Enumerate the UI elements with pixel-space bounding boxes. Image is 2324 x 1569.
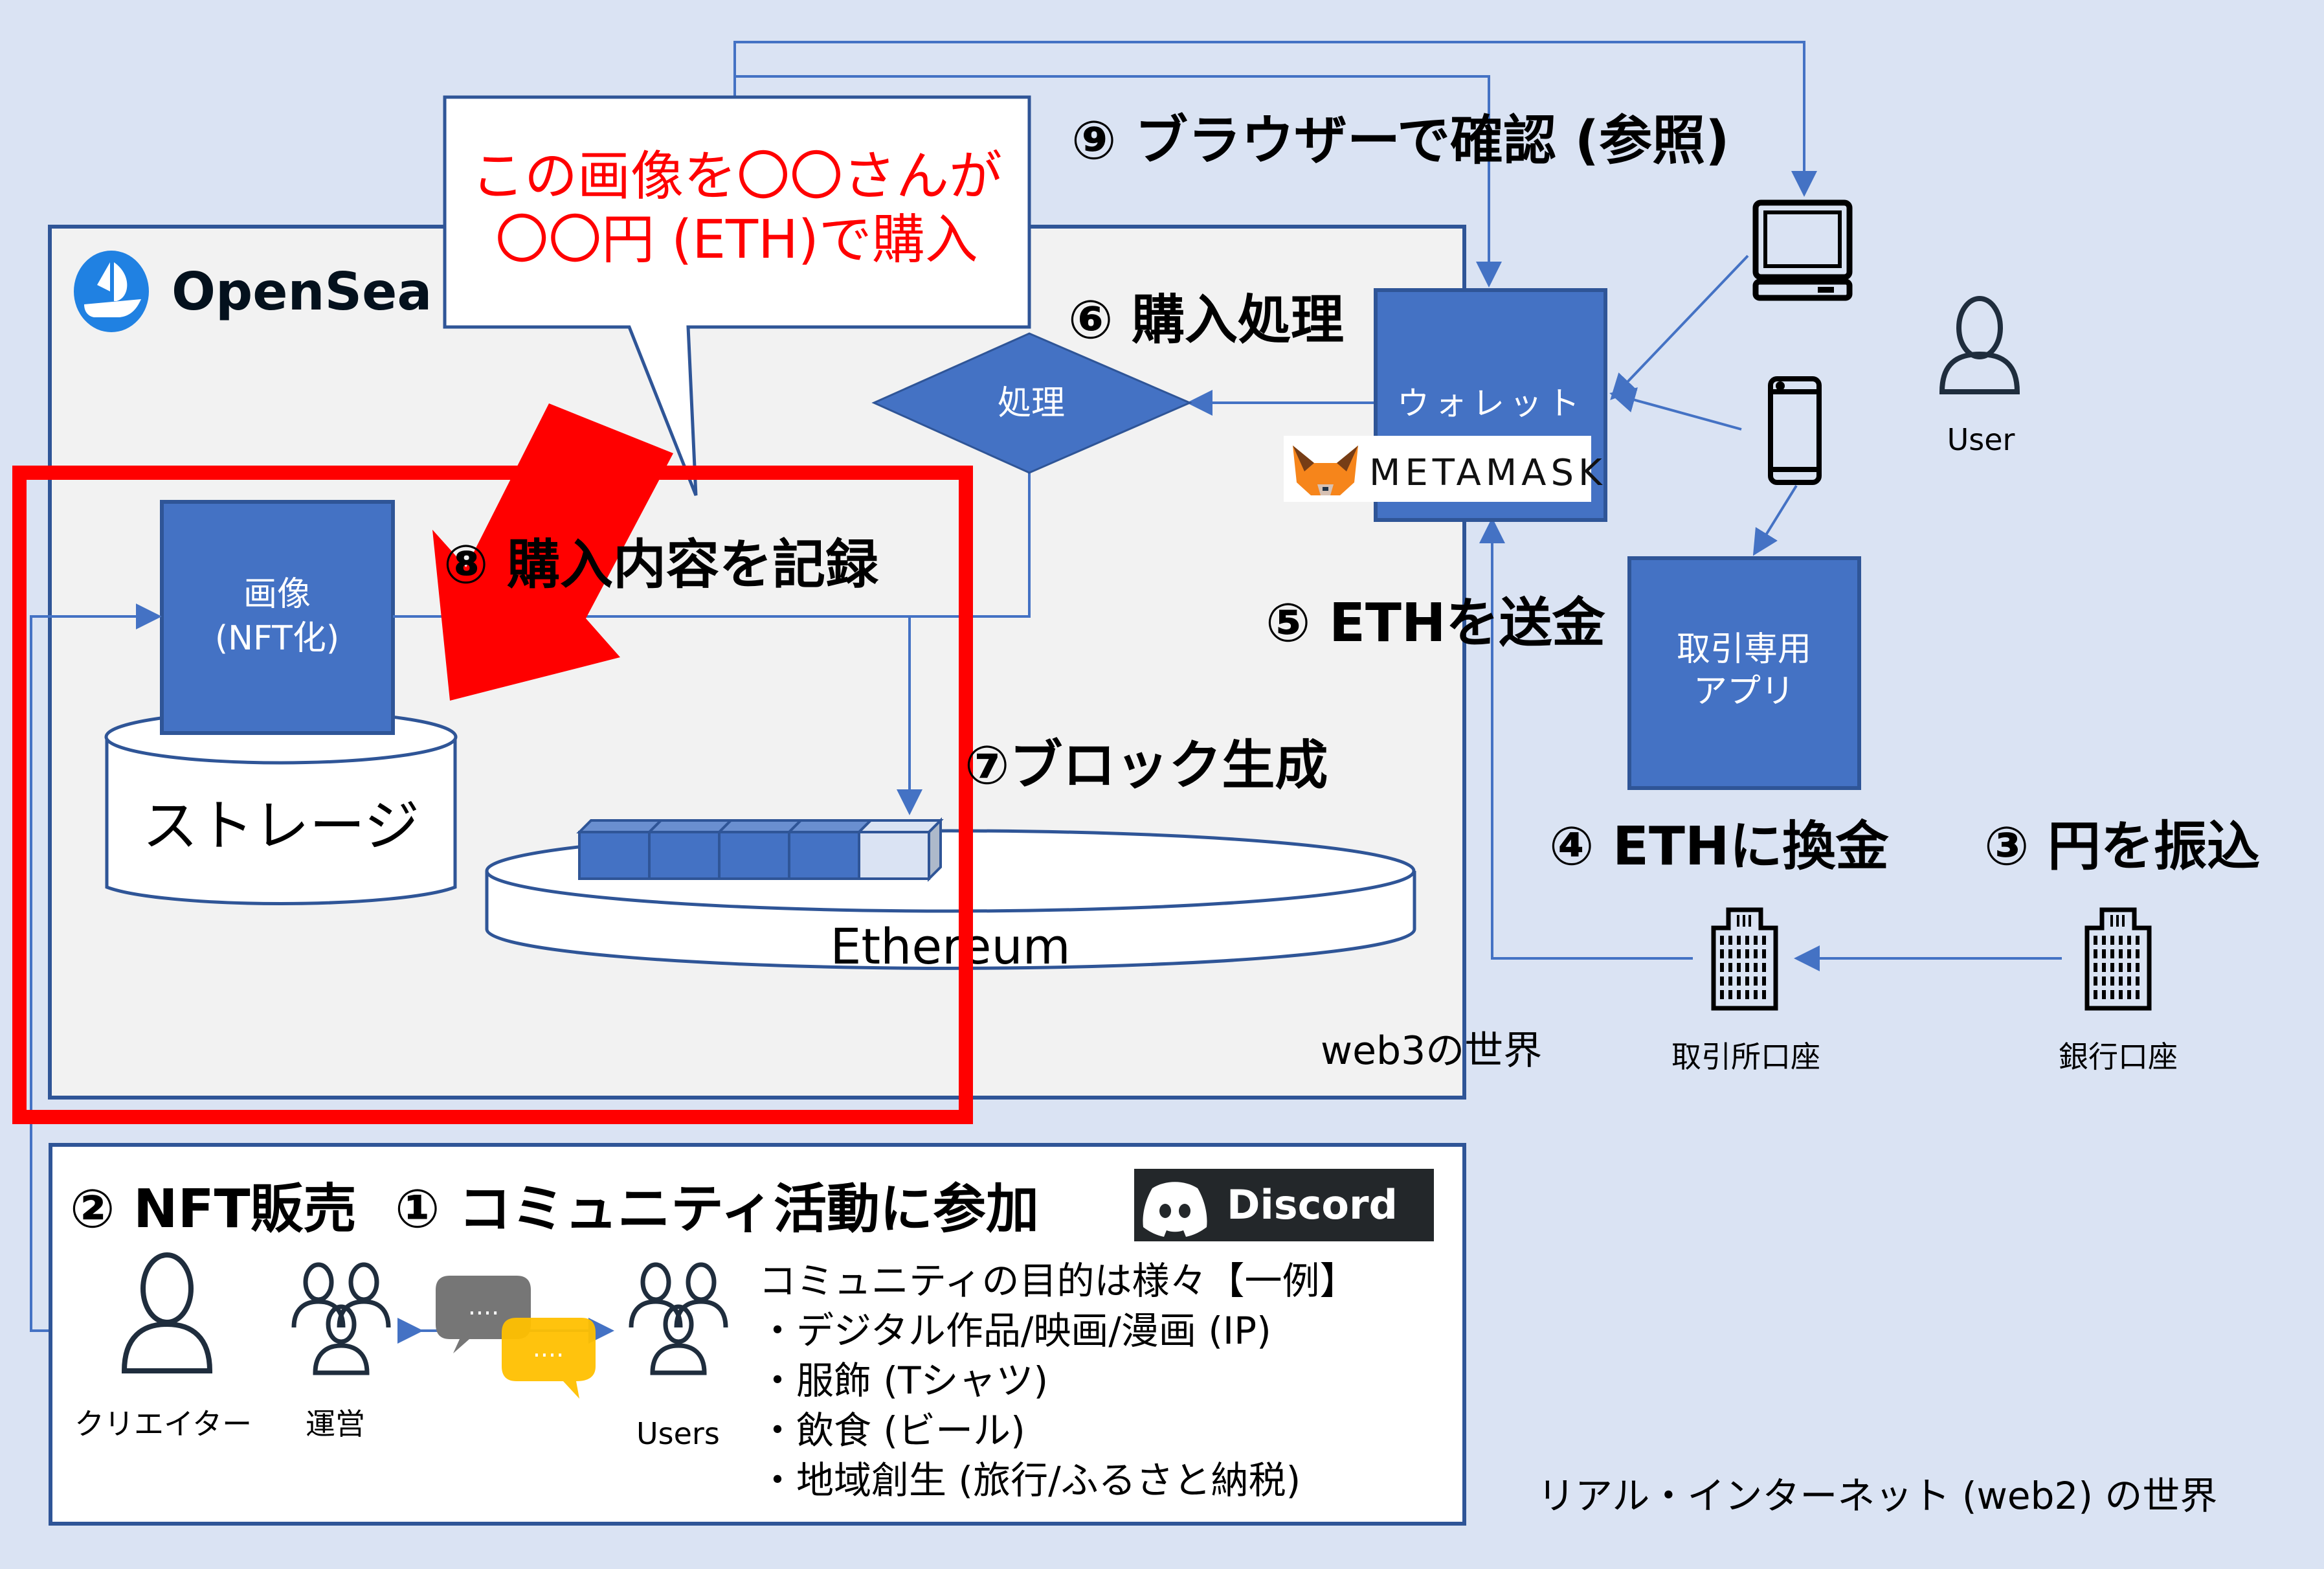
ethereum-label: Ethereum <box>830 918 1070 975</box>
step-8-label: ⑧ 購入内容を記録 <box>443 534 879 596</box>
community-list-item: ・地域創生 (旅行/ふるさと納税) <box>759 1458 1301 1502</box>
users-label: Users <box>636 1416 720 1451</box>
community-list-item: ・服飾 (Tシャツ) <box>759 1359 1048 1403</box>
smartphone-icon[interactable] <box>1768 376 1822 485</box>
exchange-app-label-line2: アプリ <box>1693 672 1794 711</box>
opensea-ship-icon <box>74 251 149 332</box>
exchange-app-box[interactable]: 取引専用 アプリ <box>1627 556 1861 790</box>
step-7-label: ⑦ブロック生成 <box>965 735 1328 796</box>
wallet-label: ウォレット <box>1397 385 1585 422</box>
discord-icon <box>1143 1182 1207 1237</box>
discord-logo: Discord <box>1134 1169 1434 1241</box>
step-5-label: ⑤ ETHを送金 <box>1266 593 1606 654</box>
creator-icon <box>121 1252 213 1373</box>
bank-account-label: 銀行口座 <box>2059 1039 2178 1074</box>
chat-dots-yellow: .... <box>533 1334 564 1362</box>
nft-image-label-line2: (NFT化) <box>215 619 339 658</box>
exchange-account-label: 取引所口座 <box>1671 1039 1820 1074</box>
community-list-title: コミュニティの目的は様々【一例】 <box>759 1259 1358 1303</box>
metamask-fox-icon <box>1293 446 1358 495</box>
opensea-logo: OpenSea <box>74 251 432 332</box>
web2-caption: リアル・インターネット (web2) の世界 <box>1537 1474 2217 1518</box>
metamask-logo: METAMASK <box>1284 436 1607 502</box>
connector-browser-reference <box>733 41 1817 288</box>
pending-block <box>856 817 944 882</box>
opensea-wordmark: OpenSea <box>172 262 432 322</box>
chain-block <box>716 819 804 880</box>
step-3-label: ③ 円を振込 <box>1984 816 2260 877</box>
connector-pc-to-wallet <box>1610 254 1749 400</box>
process-label: 処理 <box>998 384 1065 423</box>
operator-group-icon <box>291 1262 391 1375</box>
users-group-icon <box>629 1262 728 1375</box>
step-6-label: ⑥ 購入処理 <box>1068 289 1344 351</box>
connector-phone-to-app <box>1752 484 1798 556</box>
nft-image-label-line1: 画像 <box>243 575 311 614</box>
web3-caption: web3の世界 <box>1321 1028 1542 1074</box>
chat-bubble-yellow-icon: .... <box>502 1318 596 1399</box>
storage-label: ストレージ <box>142 794 419 859</box>
callout-line1: この画像を〇〇さんが <box>471 146 1002 207</box>
chain-block <box>646 819 734 880</box>
red-highlight-box <box>12 466 973 1124</box>
step-2-label: ② NFT販売 <box>70 1179 357 1240</box>
nft-image-box[interactable]: 画像 (NFT化) <box>160 500 395 735</box>
purchase-callout: この画像を〇〇さんが 〇〇円 (ETH)で購入 <box>443 95 1031 496</box>
step-1-label: ① コミュニティ活動に参加 <box>395 1179 1039 1240</box>
blockchain-blocks <box>576 817 944 882</box>
discord-wordmark: Discord <box>1227 1181 1398 1228</box>
community-list-item: ・デジタル作品/映画/漫画 (IP) <box>759 1309 1271 1353</box>
bank-building-icon <box>2084 907 2152 1011</box>
step-9-label: ⑨ ブラウザーで確認 (参照) <box>1071 110 1730 172</box>
creator-label: クリエイター <box>74 1406 252 1441</box>
user-icon <box>1939 296 2020 394</box>
user-label: User <box>1947 422 2015 457</box>
connector-phone-to-wallet <box>1609 387 1742 431</box>
connector-process-to-record <box>910 473 1031 618</box>
step-4-label: ④ ETHに換金 <box>1549 816 1890 877</box>
metamask-wordmark: METAMASK <box>1369 452 1607 494</box>
pc-icon[interactable] <box>1752 199 1853 301</box>
operator-label: 運営 <box>306 1406 365 1441</box>
chat-dots-gray: .... <box>468 1292 499 1320</box>
connector-exchange-to-wallet <box>1479 517 1693 960</box>
exchange-building-icon <box>1711 907 1778 1011</box>
callout-line2: 〇〇円 (ETH)で購入 <box>495 209 978 271</box>
community-list-item: ・飲食 (ビール) <box>759 1408 1025 1452</box>
process-diamond[interactable]: 処理 <box>871 332 1192 474</box>
storage-cylinder: ストレージ <box>104 709 458 905</box>
exchange-app-label-line1: 取引専用 <box>1677 630 1811 669</box>
